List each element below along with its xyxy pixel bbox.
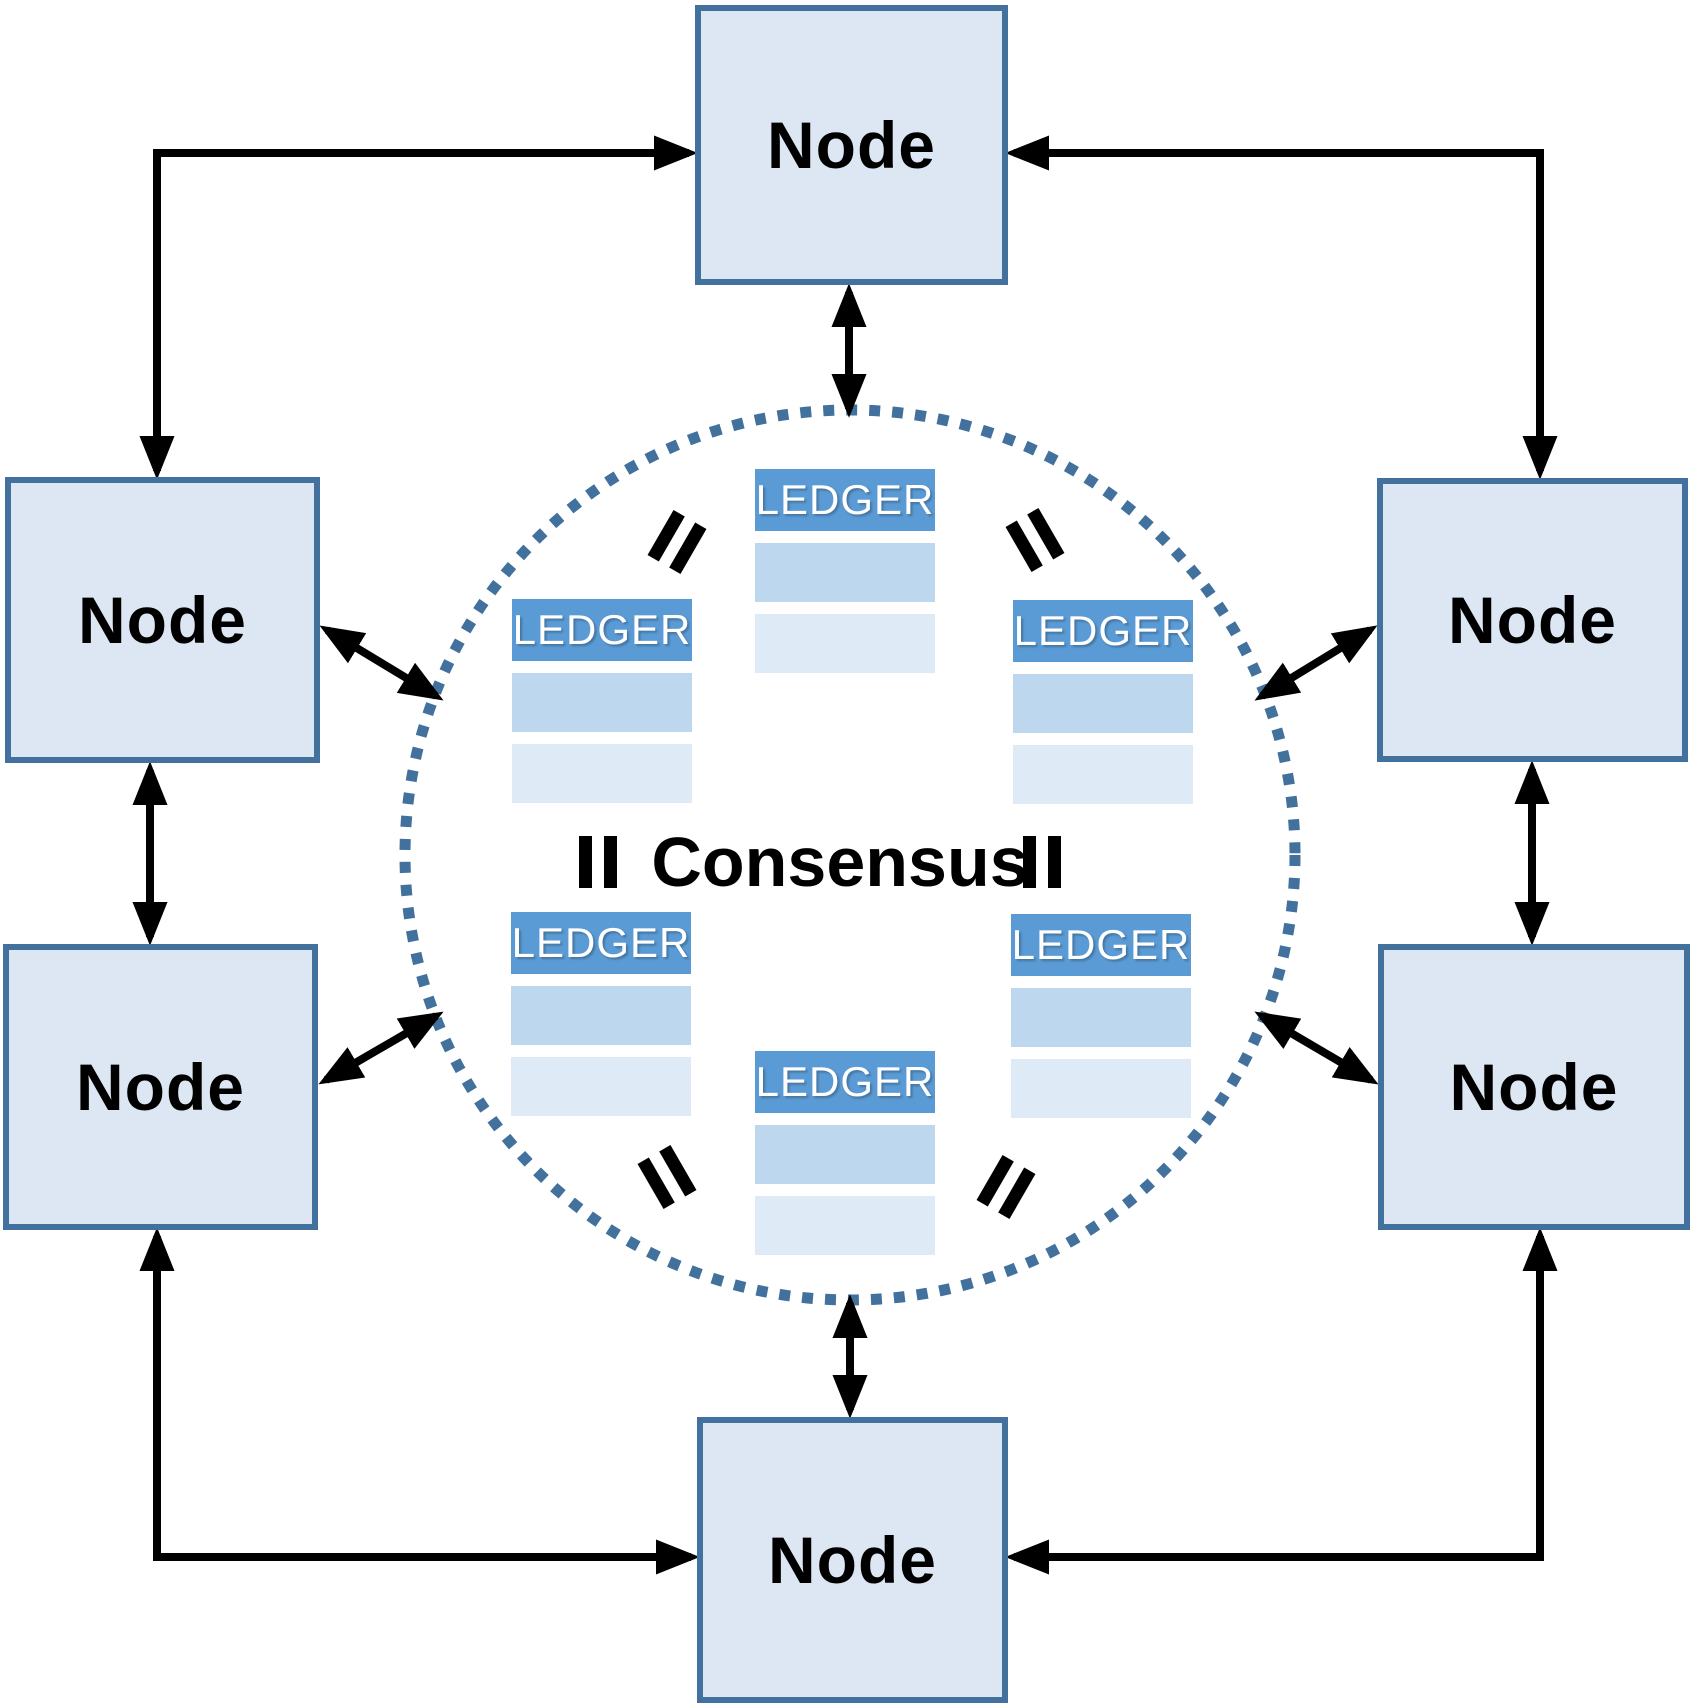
equals-icon-mid-right [1023,836,1061,888]
equals-icon-bottom-left [637,1144,697,1210]
arrow-top-right-l [1005,135,1558,480]
equals-icon-bottom-right [976,1154,1036,1220]
ledger-block-bottom-center: LEDGER [755,1051,935,1255]
node-label: Node [1449,1050,1619,1124]
arrow-diag-right-lower [1254,1011,1379,1085]
ledger-header: LEDGER [1011,914,1191,976]
ledger-row [1013,745,1193,804]
equals-icon-top-right [1005,507,1065,573]
ledger-block-right-upper: LEDGER [1013,600,1193,804]
ledger-row [1011,1059,1191,1118]
ledger-row [511,1057,691,1116]
ledger-block-top-center: LEDGER [755,469,935,673]
node-label: Node [767,108,936,182]
ledger-row [512,673,692,732]
ledger-header: LEDGER [1013,600,1193,662]
ledger-row [512,744,692,803]
node-box-top: Node [695,5,1008,285]
ledger-header: LEDGER [755,469,935,531]
arrow-bottom-right-l [1005,1227,1558,1575]
node-box-right-upper: Node [1377,478,1688,762]
node-label: Node [78,583,247,657]
ledger-row [1011,988,1191,1047]
ledger-header: LEDGER [512,599,692,661]
ledger-block-left-lower: LEDGER [511,912,691,1116]
node-box-left-lower: Node [3,944,318,1230]
ledger-block-left-upper: LEDGER [512,599,692,803]
equals-icon-mid-left [579,836,617,888]
arrow-diag-right-upper [1254,625,1378,701]
ledger-header: LEDGER [511,912,691,974]
ledger-row [755,543,935,602]
ledger-row [755,1196,935,1255]
ledger-row [755,1125,935,1184]
arrow-bottom-left-l [139,1227,700,1575]
node-box-left-upper: Node [5,477,320,763]
ledger-row [755,614,935,673]
node-box-right-lower: Node [1378,944,1690,1230]
equals-bar [604,836,617,888]
equals-icon-top-left [647,509,707,575]
arrow-diag-left-upper [319,625,444,701]
consensus-title: Consensus [651,823,1029,901]
node-label: Node [768,1523,937,1597]
node-label: Node [1448,583,1617,657]
ledger-header: LEDGER [755,1051,935,1113]
node-box-bottom: Node [697,1417,1008,1703]
ledger-row [1013,674,1193,733]
node-label: Node [76,1050,245,1124]
ledger-block-right-lower: LEDGER [1011,914,1191,1118]
equals-bar [579,836,592,888]
arrow-diag-left-lower [318,1011,444,1085]
ledger-row [511,986,691,1045]
arrow-top-left-l [139,135,698,480]
equals-bar [1048,836,1061,888]
